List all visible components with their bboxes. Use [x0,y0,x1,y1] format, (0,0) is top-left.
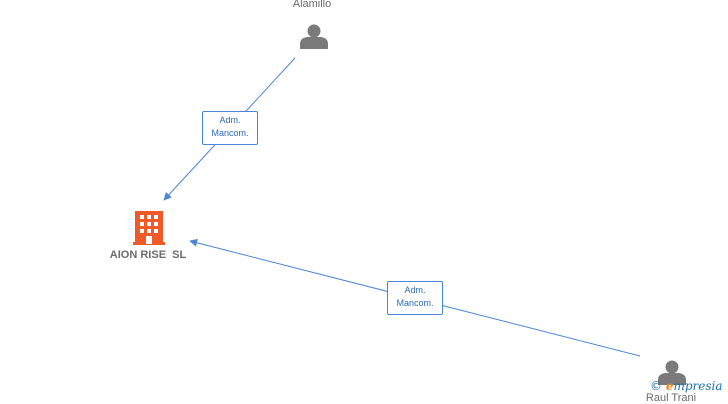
role-label-line2: Mancom. [396,298,434,308]
top-person-name[interactable]: Alamillo [292,0,332,10]
building-icon[interactable] [133,211,165,245]
person-icon[interactable] [300,24,328,50]
role-label-bottom: Adm. Mancom. [387,281,443,315]
role-label-line1: Adm. [219,115,241,125]
role-label-top: Adm. Mancom. [202,111,258,145]
empresia-watermark: © empresia [650,379,723,393]
role-label-line2: Mancom. [211,128,249,138]
brand-rest: mpresia [673,379,723,393]
copyright-symbol: © [650,379,662,393]
bottom-person-name[interactable]: Raul Trani [645,392,697,404]
person-icon[interactable] [658,360,686,386]
role-label-line1: Adm. [404,285,426,295]
brand-e: e [665,379,674,393]
company-name[interactable]: AION RISE SL [109,249,187,261]
